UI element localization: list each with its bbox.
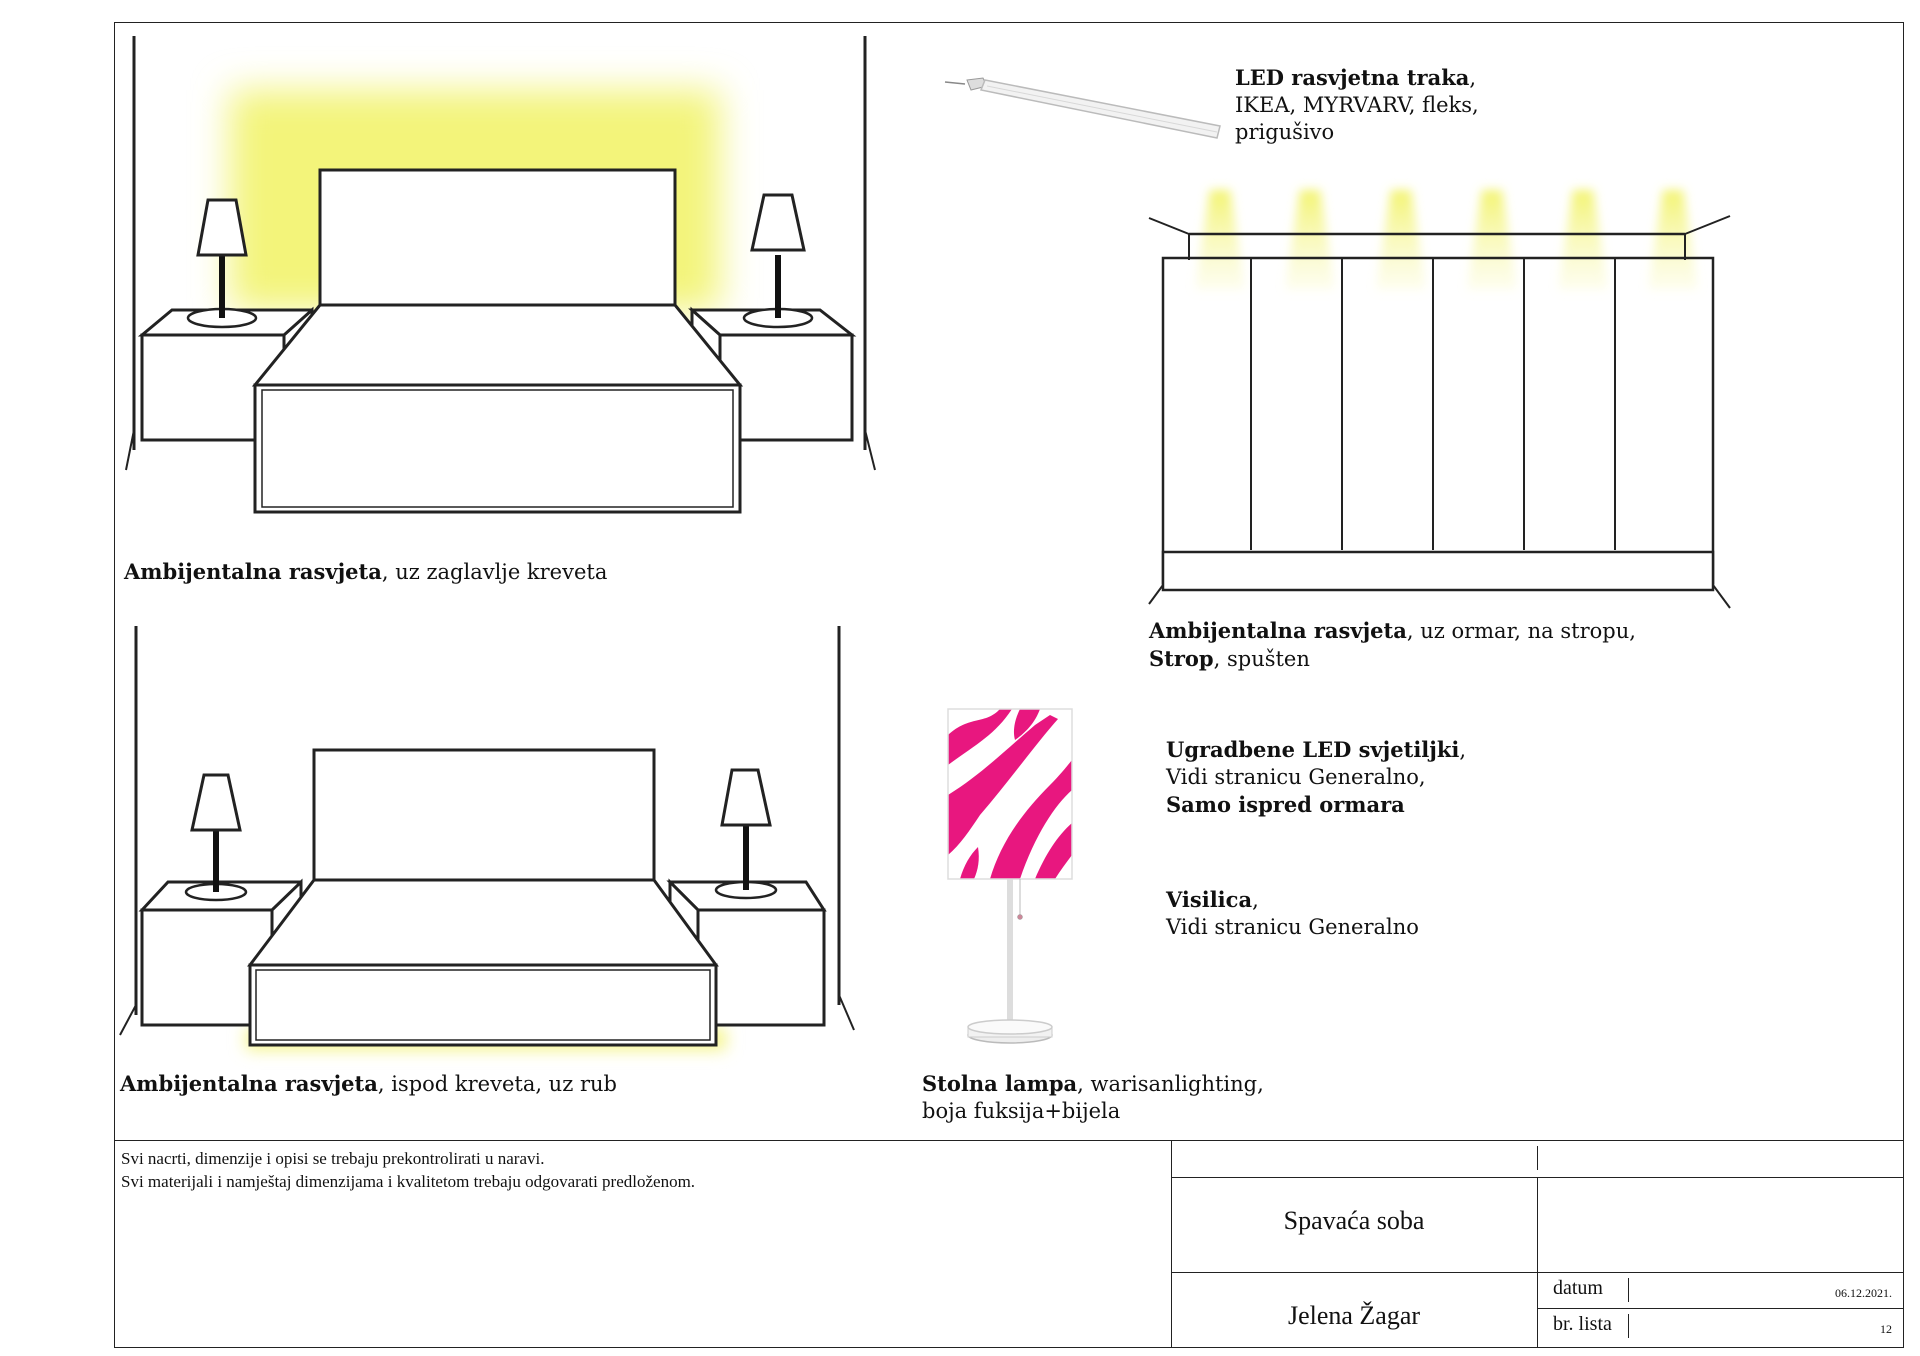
title-block-top-border [114,1140,1904,1141]
wardrobe-ceiling-drawing [1148,190,1731,609]
caption-led-strip-bold: LED rasvjetna traka [1235,65,1470,90]
bed-headboard-glow-drawing [125,36,876,514]
caption-recessed-bold: Ugradbene LED svjetiljki [1166,737,1460,762]
title-block-row-line [1537,1308,1904,1309]
caption-pendant-bold: Visilica [1166,887,1253,912]
table-lamp-image [947,708,1073,1044]
spot-light-cones [1195,190,1698,290]
sheet-label: br. lista [1553,1313,1612,1335]
caption-under-bed-rest: , ispod kreveta, uz rub [377,1072,617,1096]
caption-pendant: Visilica, Vidi stranicu Generalno [1166,886,1419,941]
caption-headboard-bold: Ambijentalna rasvjeta [124,559,382,584]
title-block-tick [1537,1146,1538,1170]
drawing-frame [114,22,1904,1348]
caption-wardrobe-bold: Ambijentalna rasvjeta [1149,618,1407,643]
caption-under-bed-bold: Ambijentalna rasvjeta [120,1071,378,1096]
caption-table-lamp-rest: , warisanlighting, [1077,1072,1264,1096]
caption-under-bed: Ambijentalna rasvjeta, ispod kreveta, uz… [120,1070,617,1098]
caption-led-strip-line2: IKEA, MYRVARV, fleks, [1235,93,1479,117]
caption-pendant-rest: , [1252,888,1259,912]
general-notes: Svi nacrti, dimenzije i opisi se trebaju… [121,1147,695,1193]
led-strip-image [944,77,1221,139]
note-line-2: Svi materijali i namještaj dimenzijama i… [121,1172,696,1191]
caption-wardrobe-rest2: , spušten [1213,647,1310,671]
title-block-divider [1171,1140,1172,1348]
caption-headboard: Ambijentalna rasvjeta, uz zaglavlje krev… [124,558,607,586]
author-name: Jelena Žagar [1287,1301,1421,1330]
caption-recessed-led: Ugradbene LED svjetiljki, Vidi stranicu … [1166,736,1466,819]
title-block-row-line [1171,1272,1904,1273]
caption-table-lamp-line2: boja fuksija+bijela [922,1099,1121,1123]
caption-led-strip-rest: , [1469,66,1477,90]
caption-table-lamp: Stolna lampa, warisanlighting, boja fuks… [922,1070,1264,1125]
caption-recessed-bold3: Samo ispred ormara [1166,792,1405,817]
caption-table-lamp-bold: Stolna lampa [922,1071,1078,1096]
date-label: datum [1553,1277,1603,1299]
caption-wardrobe-bold2: Strop [1149,646,1214,671]
caption-pendant-line2: Vidi stranicu Generalno [1166,915,1419,939]
room-name: Spavaća soba [1283,1206,1425,1235]
caption-wardrobe-rest: , uz ormar, na stropu, [1406,619,1636,643]
caption-headboard-rest: , uz zaglavlje kreveta [381,560,608,584]
title-block-row-line [1171,1177,1904,1178]
caption-recessed-rest: , [1459,738,1467,762]
caption-recessed-line2: Vidi stranicu Generalno, [1166,765,1426,789]
title-block-tick [1628,1314,1629,1338]
note-line-1: Svi nacrti, dimenzije i opisi se trebaju… [121,1149,545,1168]
bed-under-glow-drawing [119,626,855,1050]
date-value: 06.12.2021. [1835,1286,1892,1300]
sheet-value: 12 [1880,1322,1892,1336]
caption-led-strip: LED rasvjetna traka, IKEA, MYRVARV, flek… [1235,64,1479,146]
caption-led-strip-line3: prigušivo [1235,120,1335,144]
title-block-divider-right [1537,1177,1538,1348]
title-block-tick [1628,1278,1629,1302]
caption-wardrobe: Ambijentalna rasvjeta, uz ormar, na stro… [1149,617,1636,673]
